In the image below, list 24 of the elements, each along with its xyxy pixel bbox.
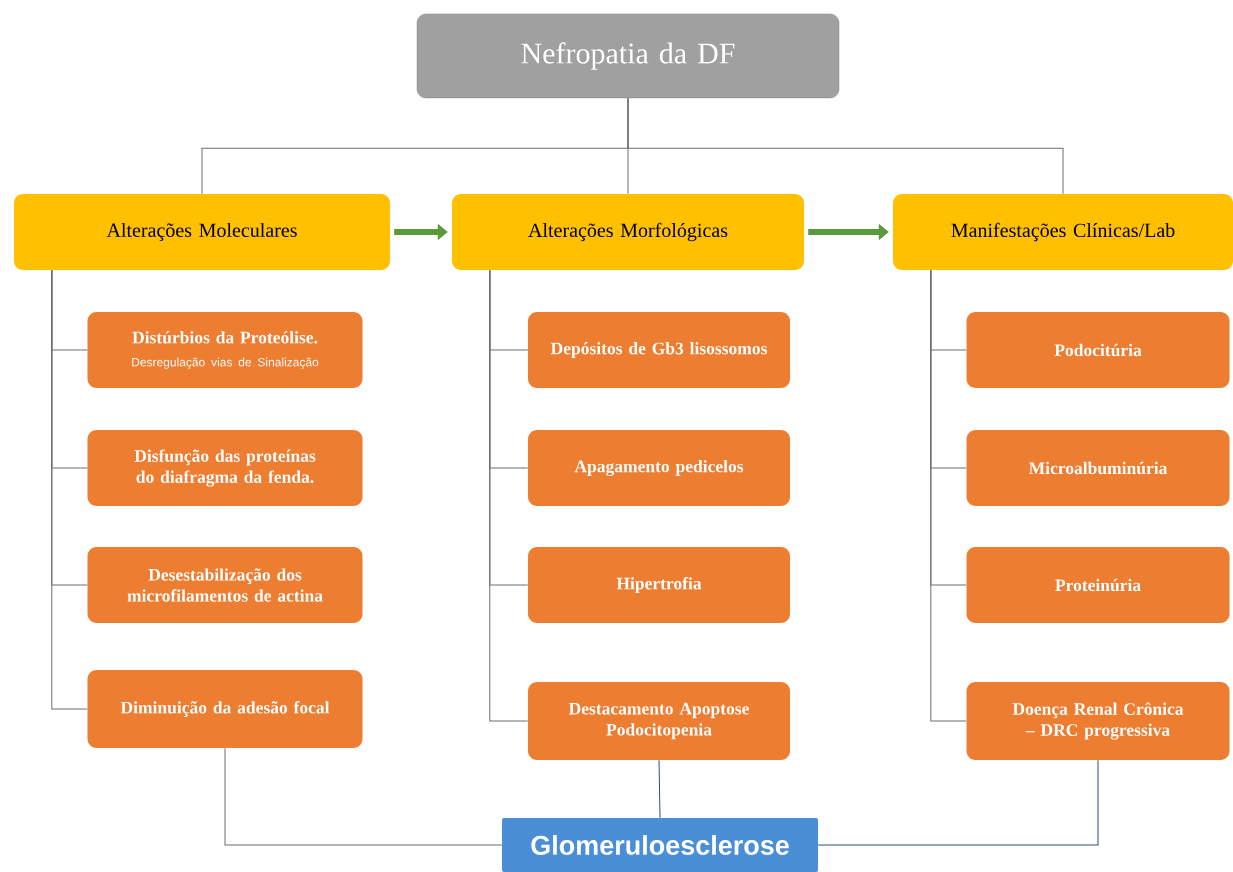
connector-line xyxy=(930,269,967,722)
process-box: Destacamento Apoptose Podocitopenia xyxy=(528,682,790,760)
process-box: Distúrbios da Proteólise. Desregulação vias de Sinalização xyxy=(87,312,363,388)
process-box: Hipertrofia xyxy=(528,547,790,623)
process-box: Microalbuminúria xyxy=(966,430,1230,506)
connector-line xyxy=(489,269,529,722)
connector-line xyxy=(224,747,503,846)
category-box: Alterações Moleculares xyxy=(14,194,390,270)
process-box: Podocitúria xyxy=(966,312,1230,388)
result-box: Glomeruloesclerose xyxy=(502,818,818,872)
process-box: Doença Renal Crônica – DRC progressiva xyxy=(966,682,1230,760)
process-box: Disfunção das proteínas do diafragma da fenda. xyxy=(87,430,363,506)
process-box: Diminuição da adesão focal xyxy=(87,670,363,748)
process-box: Depósitos de Gb3 lisossomos xyxy=(528,312,790,388)
connector-line xyxy=(51,269,88,710)
category-box: Manifestações Clínicas/Lab xyxy=(893,194,1233,270)
process-box: Apagamento pedicelos xyxy=(528,430,790,506)
connector-line xyxy=(658,759,661,819)
connector-line xyxy=(627,97,1064,195)
process-box: Proteinúria xyxy=(966,547,1230,623)
category-box: Alterações Morfológicas xyxy=(452,194,804,270)
title-box: Nefropatia da DF xyxy=(416,13,840,99)
connector-line xyxy=(817,759,1099,846)
process-box: Desestabilização dos microfilamentos de actina xyxy=(87,547,363,623)
